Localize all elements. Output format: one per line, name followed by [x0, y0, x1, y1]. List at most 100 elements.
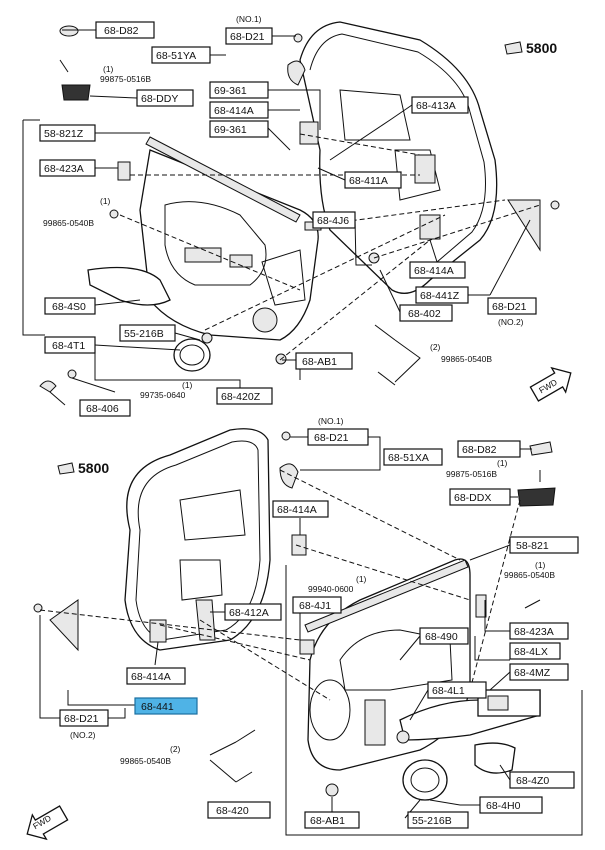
label-bottom-55-216b[interactable]: 55-216B: [407, 811, 469, 829]
svg-text:68-4J1: 68-4J1: [299, 600, 331, 612]
bottom-clip-d82: [529, 441, 553, 456]
svg-text:68-402: 68-402: [408, 308, 441, 320]
top-label-5800: 5800: [526, 40, 557, 56]
bottom-labels: (NO.1) 68-D21 68-51XA 68-D82 (1) 99875-0…: [59, 416, 579, 829]
label-top-69-361-a[interactable]: 69-361: [209, 81, 269, 99]
label-top-screw-99865: 99865-0540B: [43, 218, 94, 228]
label-top-68-ab1[interactable]: 68-AB1: [295, 352, 353, 370]
bottom-handle-414a: [291, 534, 307, 556]
bottom-label-5800: 5800: [78, 460, 109, 476]
label-bottom-no2: (NO.2): [70, 730, 96, 740]
svg-text:68-4S0: 68-4S0: [52, 301, 86, 313]
svg-text:68-406: 68-406: [86, 403, 119, 415]
svg-text:58-821: 58-821: [516, 540, 549, 552]
svg-text:68-D82: 68-D82: [104, 25, 139, 37]
label-top-68-420z[interactable]: 68-420Z: [216, 387, 273, 405]
top-clip-d82: [59, 25, 79, 37]
label-top-68-414a-2[interactable]: 68-414A: [409, 261, 466, 279]
svg-text:68-414A: 68-414A: [277, 504, 317, 516]
label-top-68-402[interactable]: 68-402: [399, 304, 453, 322]
svg-text:68-414A: 68-414A: [214, 105, 254, 117]
top-door-frame: [299, 21, 498, 294]
top-labels: 68-D82 (NO.1) 68-D21 68-51YA (1) 99875-0…: [39, 14, 537, 417]
label-bottom-68-414a[interactable]: 68-414A: [272, 500, 329, 518]
label-top-69-361-b[interactable]: 69-361: [209, 120, 269, 138]
label-bottom-68-4h0[interactable]: 68-4H0: [479, 796, 543, 814]
label-top-68-d21-b[interactable]: 68-D21: [487, 297, 537, 315]
label-bottom-68-423a[interactable]: 68-423A: [509, 622, 569, 640]
svg-text:69-361: 69-361: [214, 124, 247, 136]
label-bottom-screw-99940: 99940-0600: [308, 584, 354, 594]
label-top-no1: (NO.1): [236, 14, 262, 24]
label-bottom-68-4lx[interactable]: 68-4LX: [509, 642, 561, 660]
label-top-screw-99875: 99875-0516B: [100, 74, 151, 84]
top-moulding-strip: [145, 136, 301, 223]
svg-text:68-4Z0: 68-4Z0: [516, 775, 549, 787]
svg-text:68-413A: 68-413A: [416, 100, 456, 112]
svg-text:68-411A: 68-411A: [349, 175, 388, 187]
label-top-58-821z[interactable]: 58-821Z: [39, 124, 96, 142]
label-bottom-68-ab1[interactable]: 68-AB1: [304, 811, 360, 829]
svg-text:68-441Z: 68-441Z: [420, 290, 460, 302]
label-top-68-413a[interactable]: 68-413A: [411, 96, 469, 114]
label-bottom-68-441-highlighted[interactable]: 68-441: [134, 697, 198, 715]
bottom-fwd-arrow: [26, 805, 69, 841]
label-bottom-68-d21[interactable]: 68-D21: [307, 428, 369, 446]
bottom-clip-ddx: [517, 487, 556, 507]
bottom-part-5800: 5800: [57, 460, 109, 476]
label-top-68-4j6[interactable]: 68-4J6: [312, 211, 356, 229]
label-bottom-58-821[interactable]: 58-821: [509, 536, 579, 554]
label-bottom-68-4j1[interactable]: 68-4J1: [292, 596, 342, 614]
bottom-speaker-grille: [402, 759, 448, 801]
svg-text:68-4L1: 68-4L1: [432, 685, 465, 697]
label-bottom-68-d21-b[interactable]: 68-D21: [59, 709, 109, 727]
label-bottom-68-420[interactable]: 68-420: [207, 801, 271, 819]
top-clip-423a: [117, 161, 131, 181]
svg-text:68-D21: 68-D21: [230, 31, 265, 43]
svg-text:68-414A: 68-414A: [414, 265, 454, 277]
bottom-d21-cover: [279, 463, 299, 489]
label-top-68-441z[interactable]: 68-441Z: [415, 286, 469, 304]
label-top-one-3: (1): [182, 380, 193, 390]
svg-text:58-821Z: 58-821Z: [44, 128, 84, 140]
label-bottom-screw-99875: 99875-0516B: [446, 469, 497, 479]
label-bottom-68-4z0[interactable]: 68-4Z0: [509, 771, 575, 789]
label-bottom-68-4mz[interactable]: 68-4MZ: [509, 663, 569, 681]
label-bottom-two-1: (2): [170, 744, 181, 754]
label-top-68-411a[interactable]: 68-411A: [344, 171, 402, 189]
svg-text:68-420: 68-420: [216, 805, 249, 817]
label-bottom-68-ddx[interactable]: 68-DDX: [449, 488, 511, 506]
label-top-68-ddy[interactable]: 68-DDY: [136, 89, 194, 107]
label-top-one-1: (1): [103, 64, 114, 74]
label-bottom-68-412a[interactable]: 68-412A: [224, 603, 282, 621]
label-top-68-406[interactable]: 68-406: [79, 399, 131, 417]
svg-text:68-D21: 68-D21: [492, 301, 527, 313]
label-top-55-216b[interactable]: 55-216B: [119, 324, 176, 342]
label-top-68-4s0[interactable]: 68-4S0: [44, 297, 96, 315]
label-bottom-68-414a-2[interactable]: 68-414A: [126, 667, 186, 685]
label-bottom-68-d82[interactable]: 68-D82: [457, 440, 521, 458]
label-bottom-one-3: (1): [356, 574, 367, 584]
label-top-68-d82[interactable]: 68-D82: [95, 21, 155, 39]
svg-text:68-4MZ: 68-4MZ: [514, 667, 551, 679]
label-bottom-screw-99865-b: 99865-0540B: [120, 756, 171, 766]
label-bottom-one-1: (1): [497, 458, 508, 468]
label-top-68-414a[interactable]: 68-414A: [209, 101, 269, 119]
label-bottom-68-490[interactable]: 68-490: [419, 627, 469, 645]
top-mirror-d21: [507, 199, 541, 252]
label-top-68-4t1[interactable]: 68-4T1: [44, 336, 96, 354]
svg-text:68-414A: 68-414A: [131, 671, 171, 683]
label-bottom-68-51xa[interactable]: 68-51XA: [383, 448, 443, 466]
svg-text:68-D21: 68-D21: [64, 713, 99, 725]
label-top-68-423a[interactable]: 68-423A: [39, 159, 96, 177]
top-part-5800: 5800: [504, 40, 557, 56]
svg-text:68-AB1: 68-AB1: [302, 356, 337, 368]
label-top-68-d21[interactable]: 68-D21: [225, 27, 273, 45]
svg-text:68-4H0: 68-4H0: [486, 800, 521, 812]
svg-text:68-4LX: 68-4LX: [514, 646, 548, 658]
label-top-68-51ya[interactable]: 68-51YA: [151, 46, 211, 64]
label-bottom-68-4l1[interactable]: 68-4L1: [427, 681, 487, 699]
svg-text:69-361: 69-361: [214, 85, 247, 97]
svg-text:55-216B: 55-216B: [412, 815, 452, 827]
